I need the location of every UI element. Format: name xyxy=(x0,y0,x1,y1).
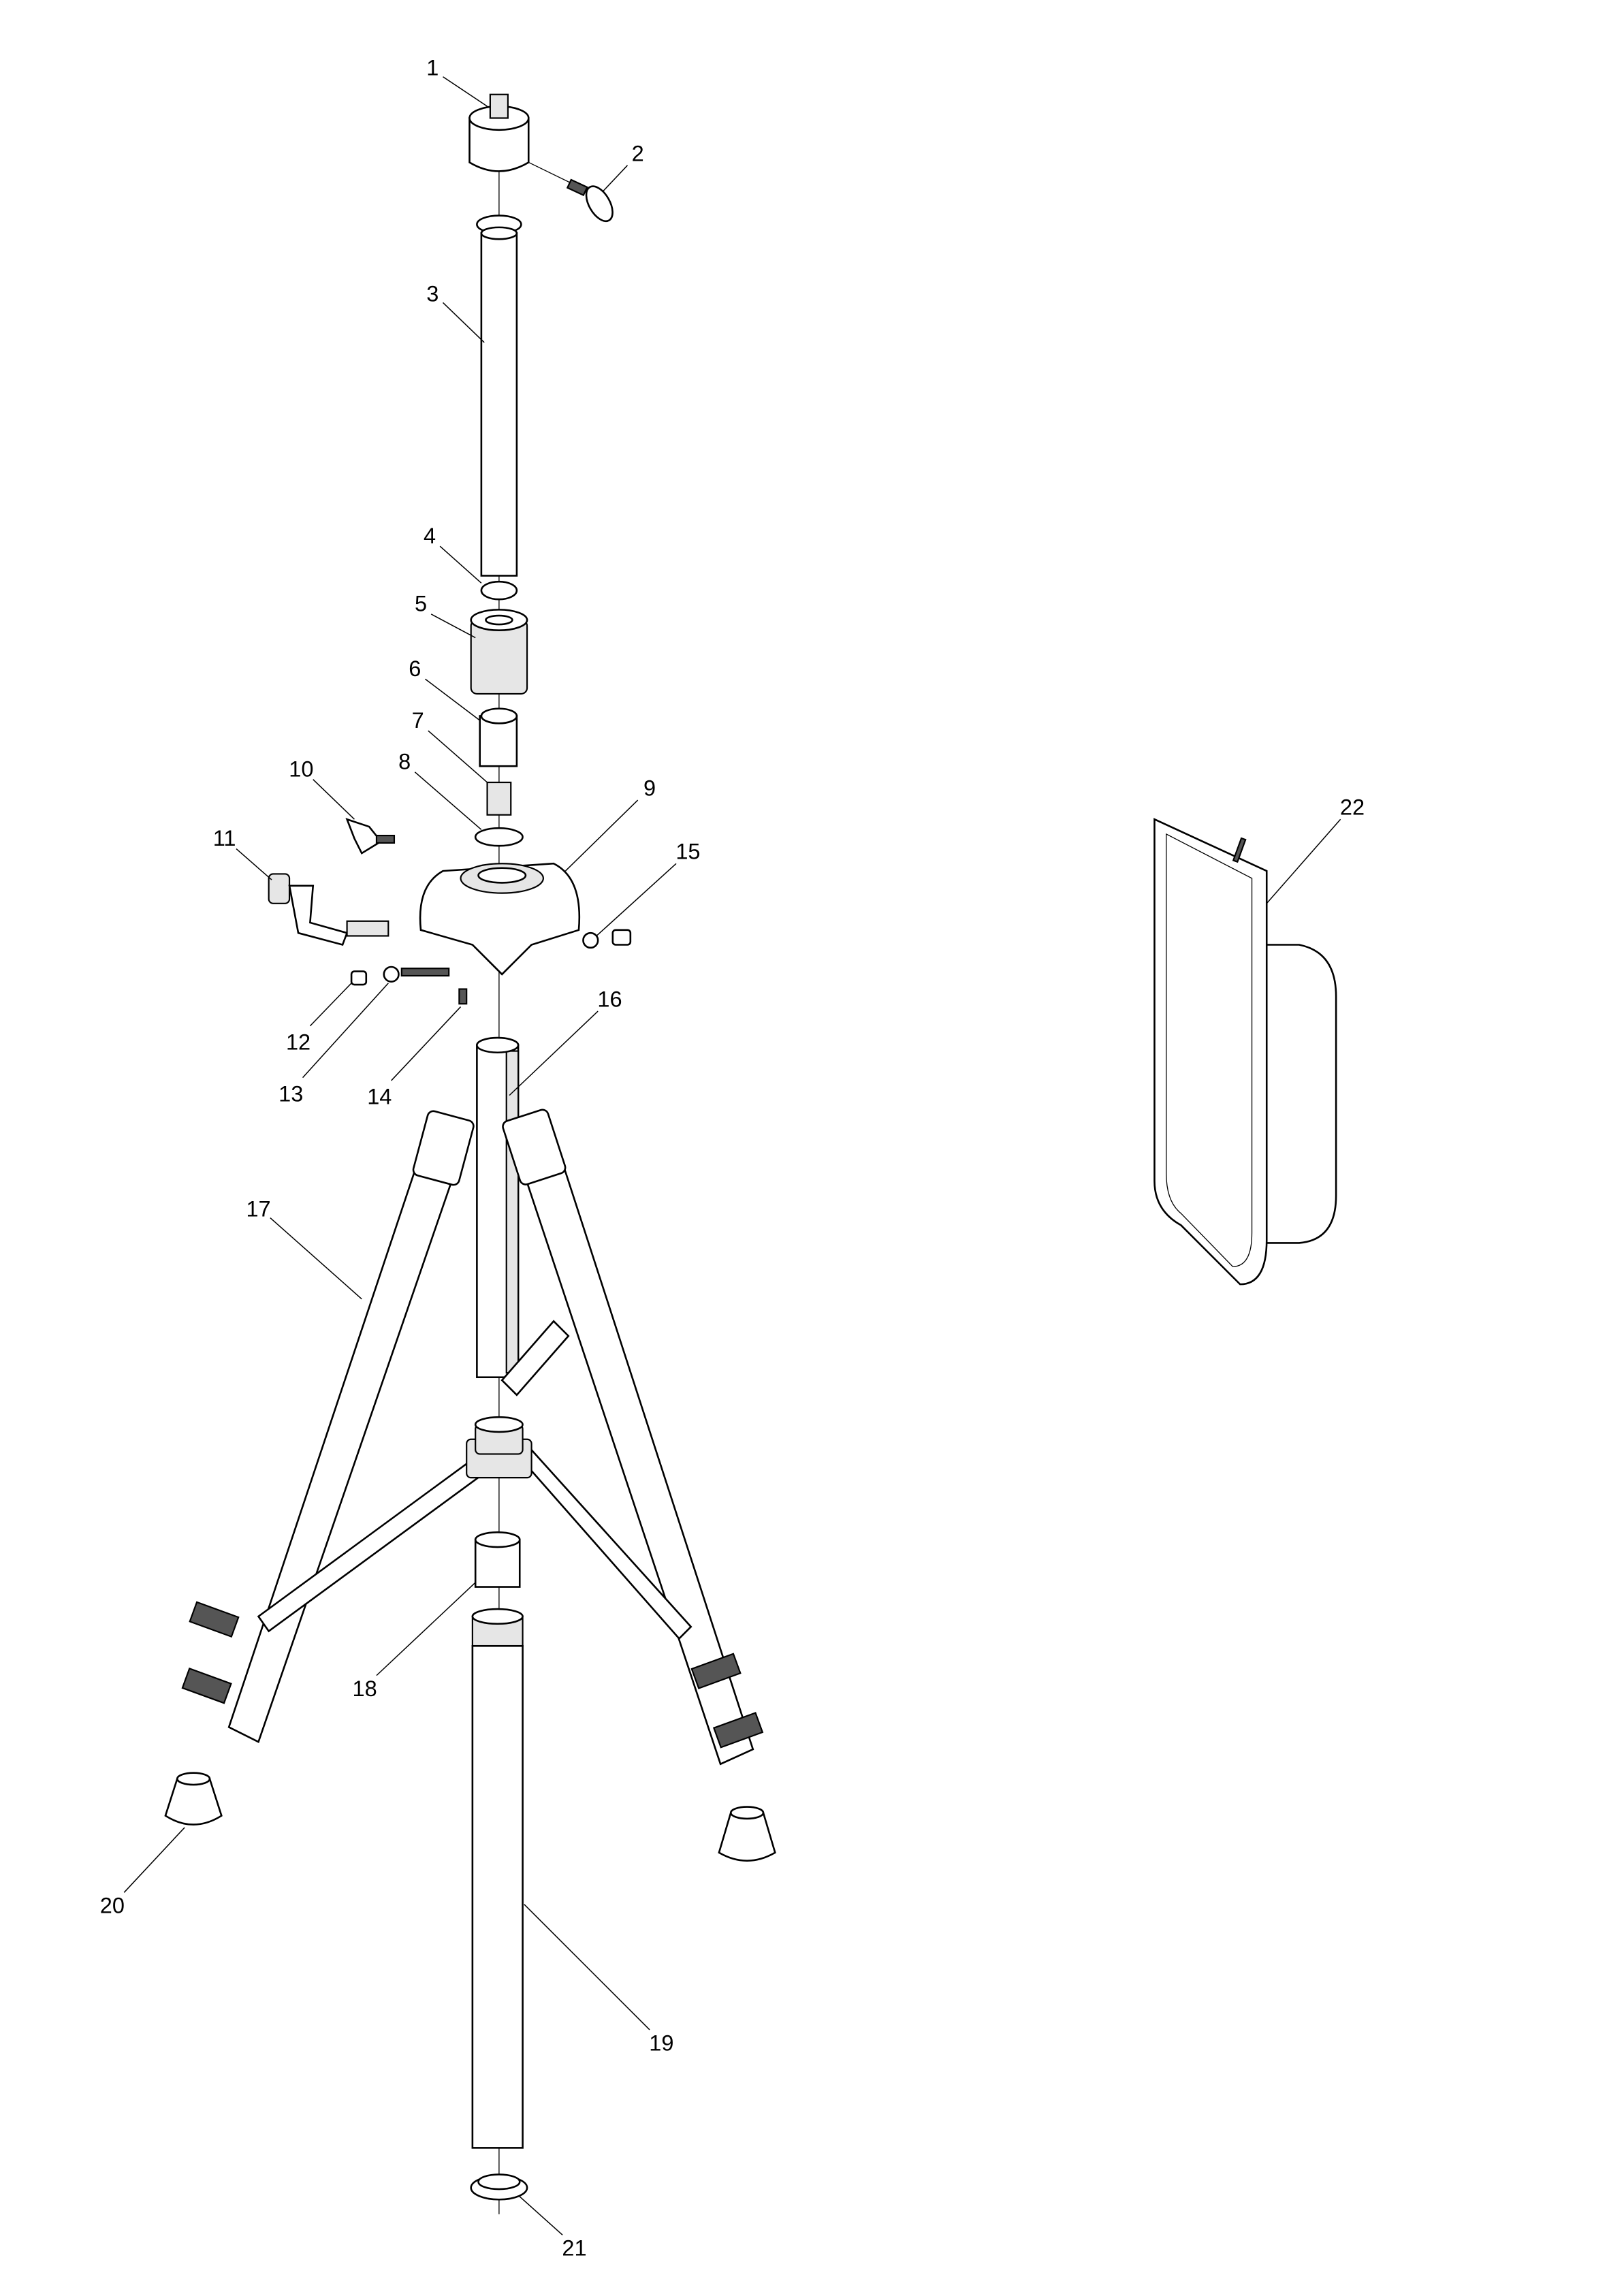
part-1-top-cap xyxy=(468,93,530,172)
callout-3: 3 xyxy=(426,281,439,306)
callout-1: 1 xyxy=(426,56,439,80)
part-4-ring xyxy=(480,580,518,601)
callout-19: 19 xyxy=(649,2030,673,2055)
callout-2: 2 xyxy=(632,141,644,165)
part-16-threaded-column xyxy=(476,1036,520,1379)
callout-17: 17 xyxy=(246,1196,270,1221)
part-5-knurled-nut xyxy=(470,609,528,695)
part-14-set-screw xyxy=(458,988,468,1005)
part-13-bolt-washer xyxy=(383,966,450,983)
callout-8: 8 xyxy=(398,750,411,774)
part-17-tripod-legs xyxy=(181,1109,764,1766)
callout-labels: 1 2 3 4 5 6 7 8 9 10 11 12 13 14 15 16 1… xyxy=(100,56,1365,2261)
callout-5: 5 xyxy=(415,592,427,616)
leader-lines xyxy=(123,76,1341,2235)
part-8-washer xyxy=(474,827,524,847)
callout-10: 10 xyxy=(289,756,313,781)
part-15-nut-cap xyxy=(582,929,632,949)
part-18-sleeve xyxy=(474,1531,521,1588)
callout-12: 12 xyxy=(286,1030,311,1054)
callout-21: 21 xyxy=(562,2236,586,2261)
part-11-crank-handle xyxy=(268,873,389,946)
callout-4: 4 xyxy=(424,524,436,548)
part-2-thumb-screw xyxy=(528,161,614,223)
callout-22: 22 xyxy=(1340,795,1365,820)
callout-7: 7 xyxy=(412,708,424,733)
callout-13: 13 xyxy=(278,1081,303,1106)
part-10-wing-knob xyxy=(345,818,396,855)
callout-15: 15 xyxy=(675,840,700,864)
part-19-lower-tube xyxy=(471,1608,524,2149)
part-9-tripod-head xyxy=(419,862,581,976)
part-12-cap xyxy=(350,970,368,986)
part-3-upper-tube xyxy=(476,214,522,577)
callout-9: 9 xyxy=(643,776,656,801)
part-21-end-cap xyxy=(470,2173,528,2201)
callout-11: 11 xyxy=(213,826,236,850)
part-22-carry-case xyxy=(1153,818,1337,1286)
callout-18: 18 xyxy=(353,1676,377,1701)
part-7-threaded-stud xyxy=(486,781,512,816)
part-6-sleeve xyxy=(479,707,518,767)
callout-20: 20 xyxy=(100,1894,125,1918)
part-20-foot-caps xyxy=(164,1772,776,1862)
callout-14: 14 xyxy=(367,1085,392,1109)
callout-16: 16 xyxy=(597,987,622,1012)
callout-6: 6 xyxy=(409,656,421,681)
